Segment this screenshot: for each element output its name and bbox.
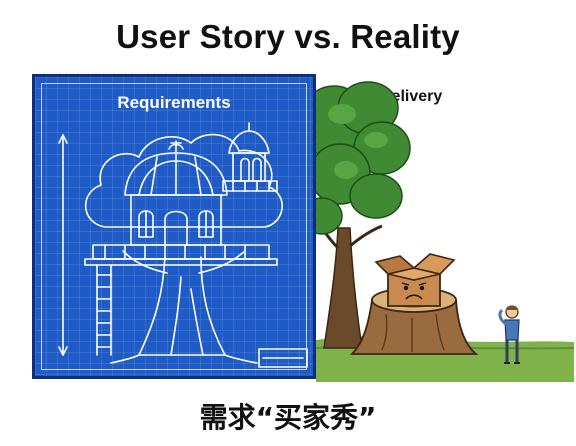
requirements-label: Requirements — [117, 93, 231, 112]
blueprint-title-block — [258, 348, 308, 368]
reality-scene — [316, 81, 575, 382]
blueprint-border — [41, 83, 307, 370]
treehouse-blueprint-drawing — [58, 122, 308, 368]
sad-cardboard-box — [374, 253, 456, 307]
page-title: User Story vs. Reality — [116, 18, 460, 55]
caption: 需求“买家秀” — [199, 401, 377, 434]
requirements-blueprint-panel: Requirements — [32, 74, 316, 379]
tree-trunk — [138, 256, 226, 356]
tree-trunk — [323, 227, 363, 349]
dimension-line — [58, 134, 68, 356]
ladder — [96, 264, 112, 356]
confused-person — [498, 305, 520, 364]
tree-foliage — [316, 81, 411, 235]
house-door — [164, 210, 188, 246]
